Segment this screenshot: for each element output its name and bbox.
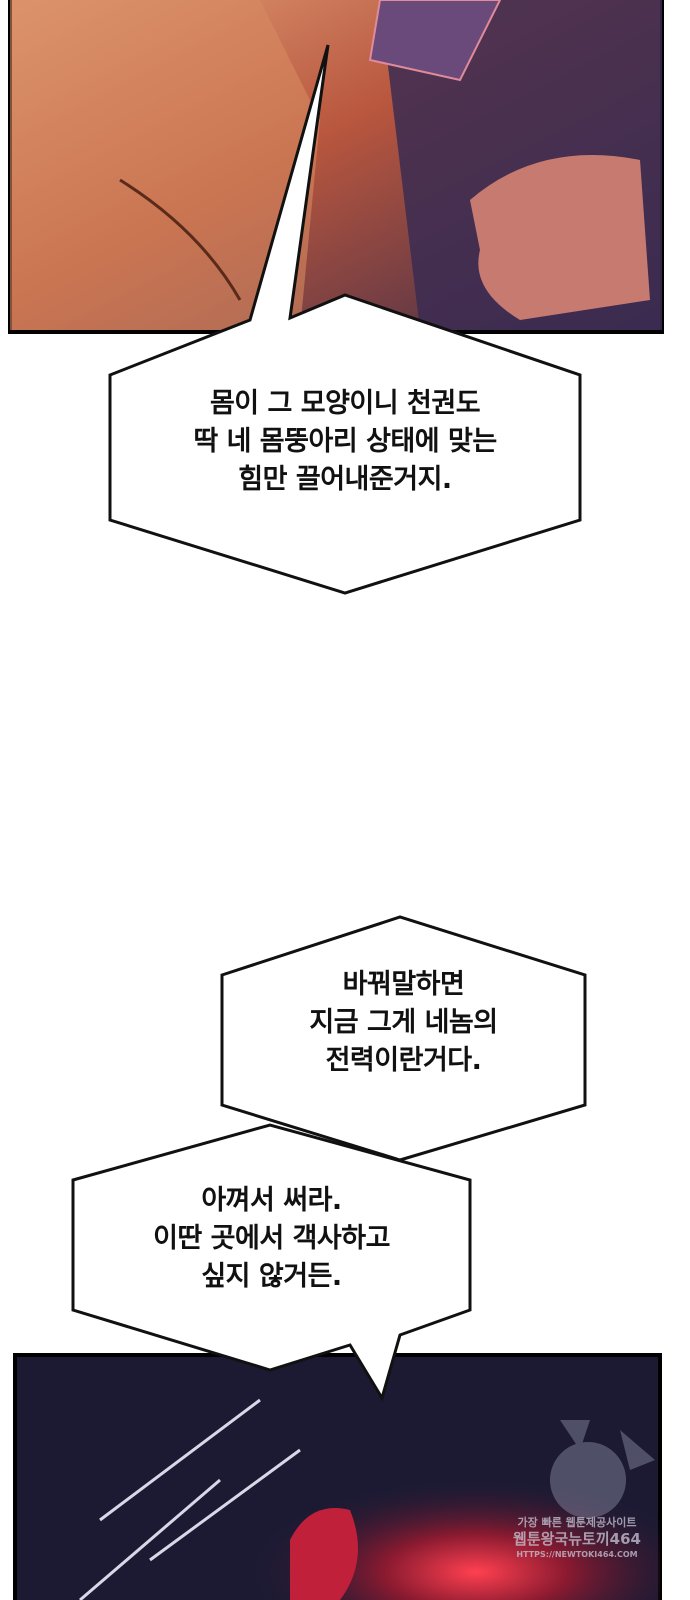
speech-line: 전력이란거다. — [325, 1045, 482, 1076]
watermark-mascot-icon — [550, 1420, 655, 1518]
speech-line: 몸이 그 모양이니 천권도 — [209, 388, 481, 419]
speech-line: 이딴 곳에서 객사하고 — [153, 1223, 390, 1254]
speech-text-2: 바꿔말하면 지금 그게 네놈의 전력이란거다. — [222, 966, 585, 1080]
watermark: 가장 빠른 웹툰제공사이트 웹툰왕국뉴토끼464 HTTPS://NEWTOKI… — [482, 1515, 672, 1563]
watermark-line-1: 가장 빠른 웹툰제공사이트 — [517, 1516, 637, 1529]
speech-line: 힘만 끌어내준거지. — [238, 464, 452, 495]
bottom-panel — [13, 1353, 662, 1600]
top-panel — [8, 0, 664, 334]
watermark-line-2: 웹툰왕국뉴토끼464 — [513, 1530, 641, 1548]
watermark-url: HTTPS://NEWTOKI464.COM — [516, 1550, 638, 1559]
speech-line: 아껴서 써라. — [201, 1185, 342, 1216]
speech-bubble-3 — [71, 1123, 472, 1402]
speech-bubble-2 — [220, 915, 587, 1162]
speech-bubble-1 — [108, 44, 582, 595]
speech-line: 지금 그게 네놈의 — [309, 1007, 498, 1038]
speech-line: 딱 네 몸뚱아리 상태에 맞는 — [193, 426, 497, 457]
speech-line: 바꿔말하면 — [342, 969, 465, 1000]
speech-line: 싶지 않거든. — [201, 1261, 342, 1292]
speech-text-3: 아껴서 써라. 이딴 곳에서 객사하고 싶지 않거든. — [73, 1182, 470, 1296]
speech-text-1: 몸이 그 모양이니 천권도 딱 네 몸뚱아리 상태에 맞는 힘만 끌어내준거지. — [110, 385, 580, 499]
